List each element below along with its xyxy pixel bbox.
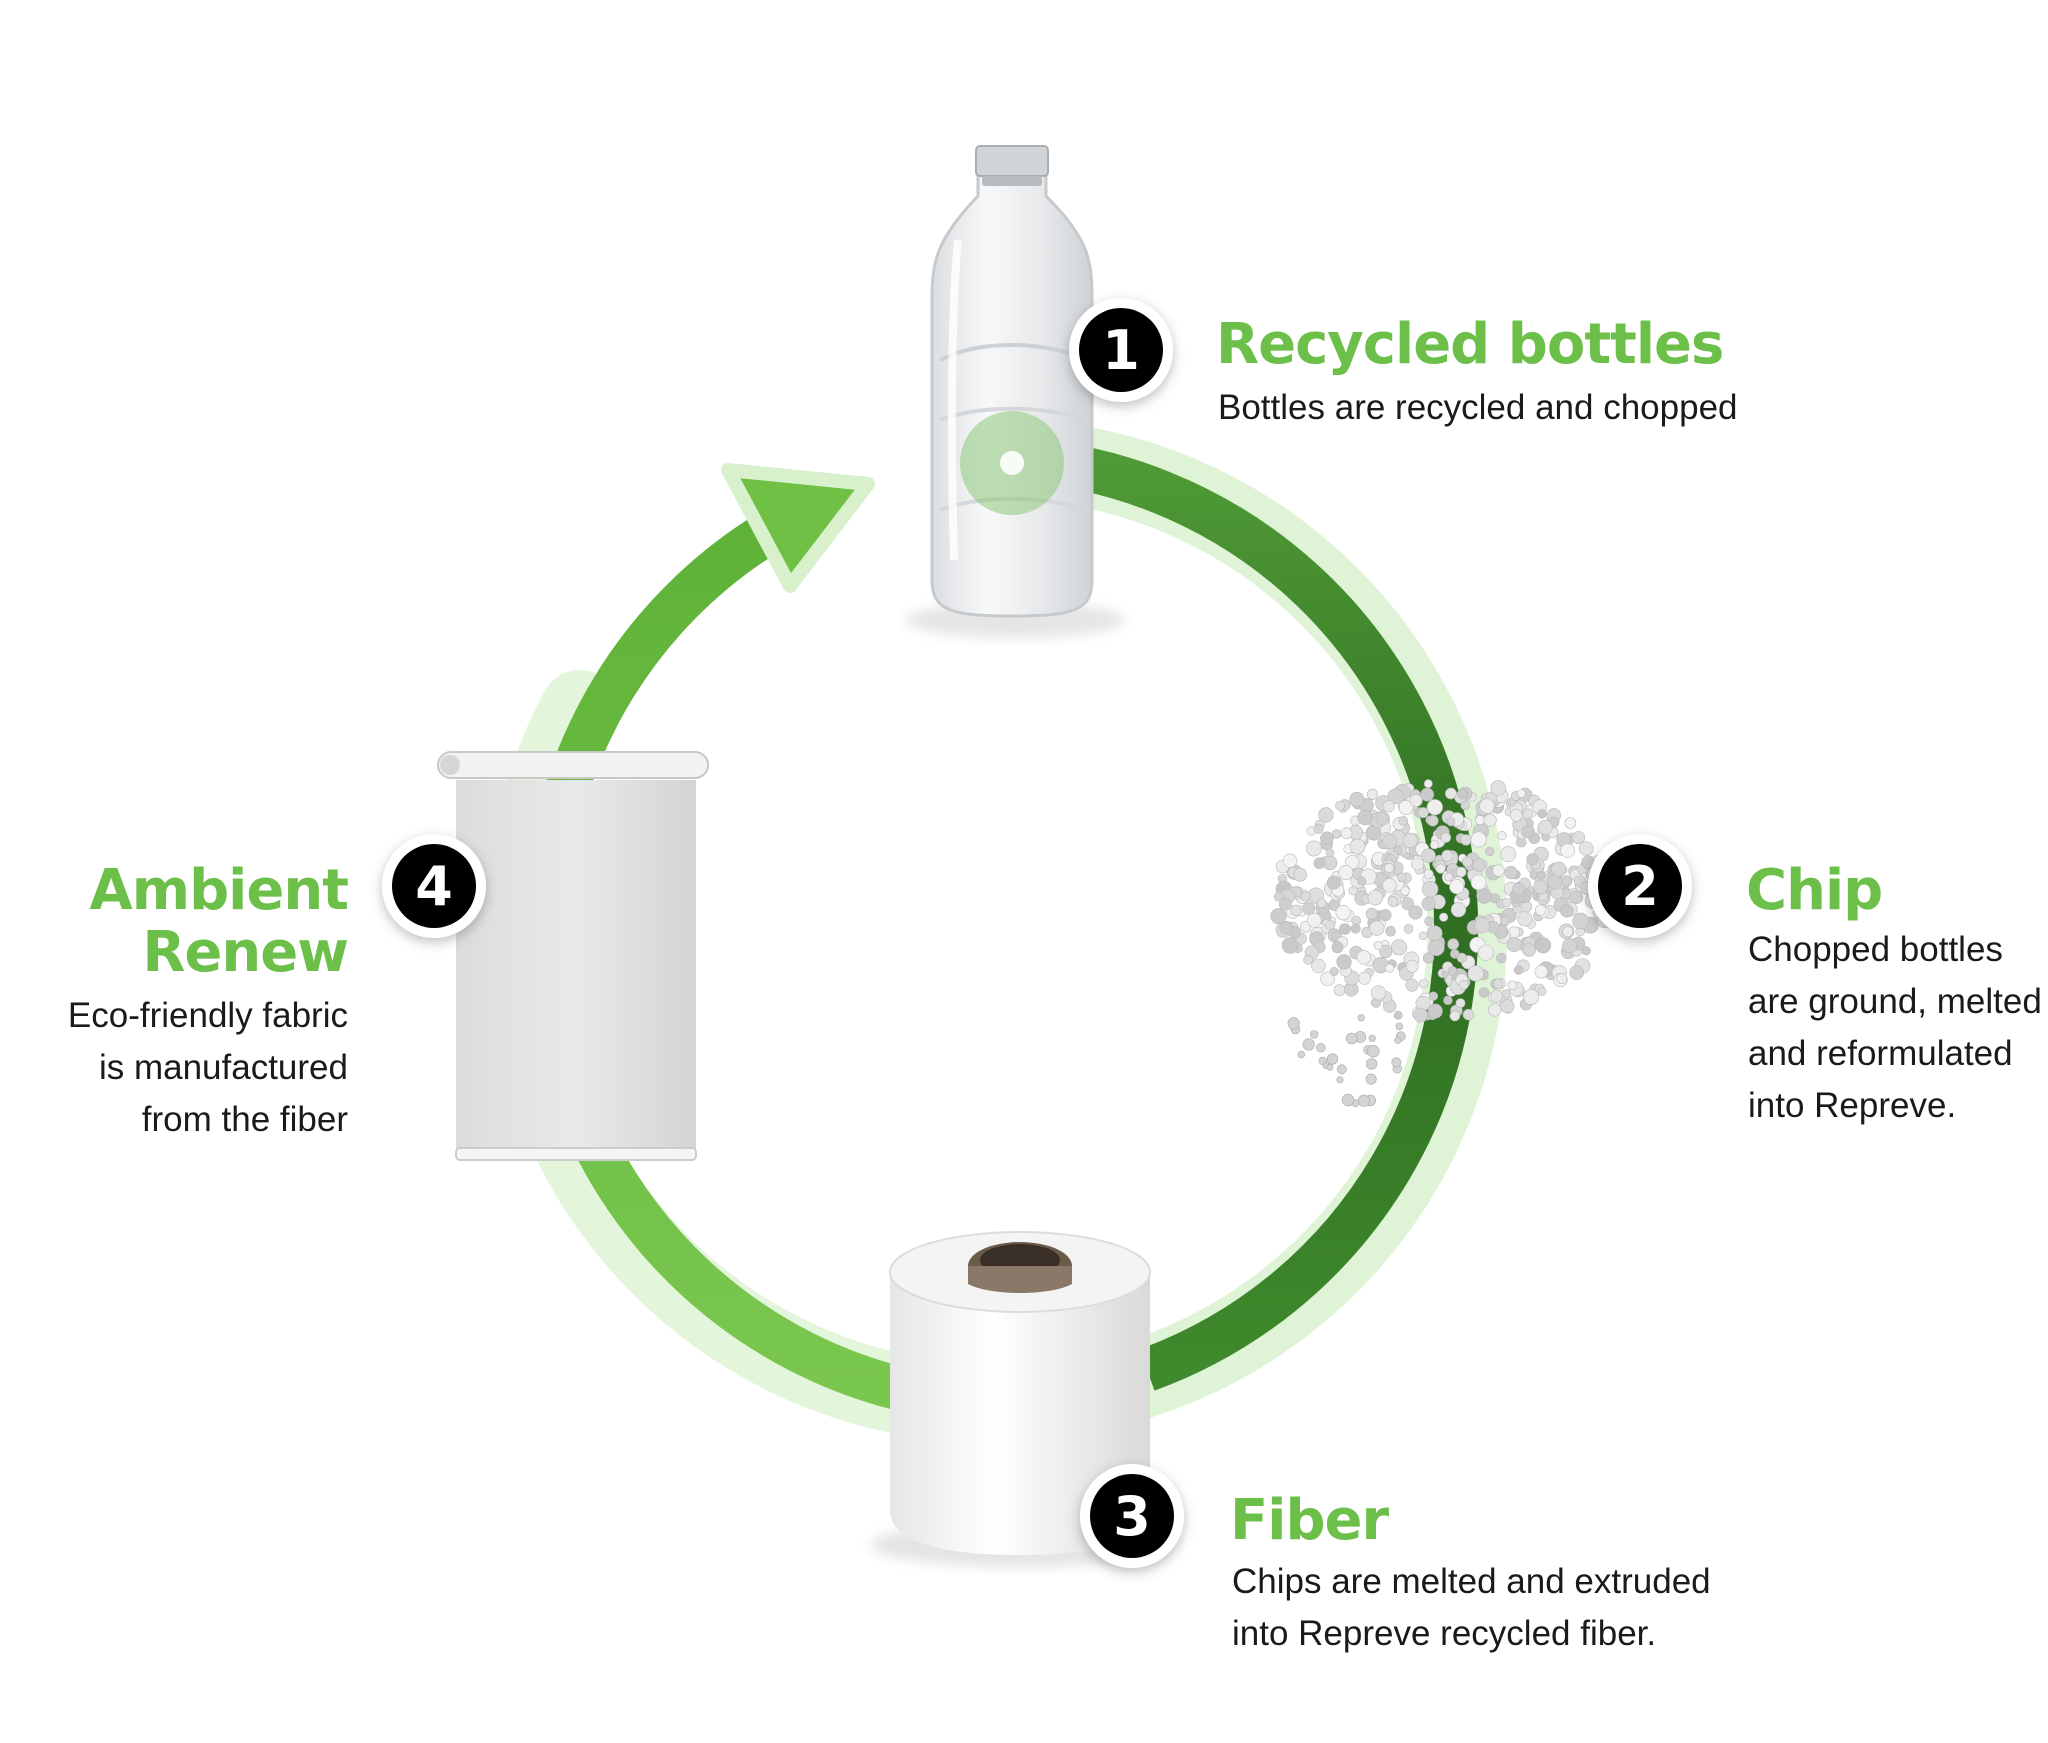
step-2-badge-number: 2 <box>1621 855 1659 918</box>
step-3-badge-number: 3 <box>1113 1485 1151 1548</box>
fiber-spool-icon <box>870 1231 1170 1567</box>
step-3-description-line: Chips are melted and extruded <box>1232 1562 1711 1601</box>
roller-shade-icon <box>437 751 709 1161</box>
step-1-description: Bottles are recycled and chopped <box>1218 388 1738 427</box>
step-2-description-line: Chopped bottles <box>1748 930 2003 969</box>
step-4-title-line: Ambient <box>89 858 349 923</box>
step-4-badge-number: 4 <box>415 855 453 918</box>
step-4-title-line: Renew <box>142 920 349 985</box>
arrow-head-icon <box>721 463 875 593</box>
step-1-badge: 1 <box>1069 298 1173 402</box>
step-2-badge: 2 <box>1588 834 1692 938</box>
step-badges: 1 2 3 4 <box>382 298 1692 1568</box>
step-1-badge-number: 1 <box>1102 319 1140 382</box>
step-3-badge: 3 <box>1080 1464 1184 1568</box>
step-4-title: Ambient Renew <box>60 858 349 985</box>
step-3-title: Fiber <box>1230 1488 1389 1553</box>
step-4-badge: 4 <box>382 834 486 938</box>
pellet-pile-icon <box>1270 779 1620 1107</box>
step-2-description: Chopped bottles are ground, melted and r… <box>1748 924 2042 1132</box>
step-3-description: Chips are melted and extruded into Repre… <box>1232 1556 1711 1660</box>
step-4-description: Eco-friendly fabric is manufactured from… <box>20 990 348 1146</box>
step-3-description-line: into Repreve recycled fiber. <box>1232 1614 1657 1653</box>
plastic-bottle-icon <box>905 145 1125 638</box>
step-1-title: Recycled bottles <box>1216 312 1724 377</box>
step-4-description-line: is manufactured <box>98 1048 348 1087</box>
step-4-description-line: from the fiber <box>141 1100 348 1139</box>
step-2-description-line: are ground, melted <box>1748 982 2042 1021</box>
step-2-title: Chip <box>1746 858 1883 923</box>
step-4-description-line: Eco-friendly fabric <box>67 996 348 1035</box>
step-2-description-line: into Repreve. <box>1748 1086 1957 1125</box>
step-2-description-line: and reformulated <box>1748 1034 2013 1073</box>
